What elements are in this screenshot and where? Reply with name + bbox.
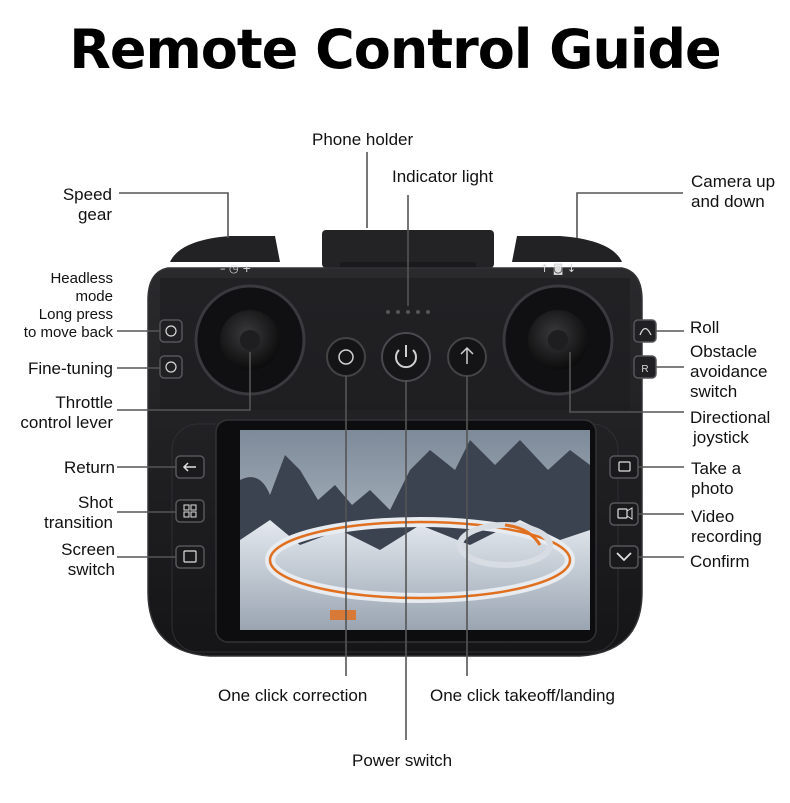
- label-return: Return: [63, 458, 115, 477]
- label-take-photo: Take a photo: [691, 459, 741, 499]
- label-line: transition: [44, 513, 113, 532]
- label-line: Headless: [50, 270, 113, 287]
- label-line: and down: [691, 192, 765, 211]
- roll-button: [633, 319, 657, 343]
- leader-speed: [119, 192, 229, 238]
- left-shoulder: [170, 236, 280, 262]
- label-phone-holder: Phone holder: [312, 130, 414, 149]
- confirm-button: [609, 545, 639, 569]
- label-video-recording: Video recording: [691, 507, 762, 547]
- correction-button: [326, 337, 366, 377]
- leader-throttle: [117, 352, 251, 411]
- headless-button: [159, 319, 183, 343]
- label-line: Shot: [78, 493, 113, 512]
- fine-tuning-button: [159, 355, 183, 379]
- label-power-switch: Power switch: [352, 751, 453, 770]
- label-screen-switch: Screen switch: [30, 540, 115, 580]
- label-line: gear: [77, 205, 112, 224]
- label-line: Throttle: [55, 393, 113, 412]
- label-line: joystick: [693, 428, 749, 447]
- shot-transition-button: [175, 499, 205, 523]
- label-line: Directional: [690, 408, 771, 427]
- label-obstacle-avoidance: Obstacle avoidance switch: [690, 342, 768, 402]
- video-button: [609, 502, 639, 526]
- label-confirm: Confirm: [690, 552, 750, 571]
- label-line: Camera up: [691, 172, 776, 191]
- label-line: switch: [67, 560, 115, 579]
- label-one-click-correction: One click correction: [218, 686, 368, 705]
- label-line: photo: [691, 479, 734, 498]
- label-line: to move back: [23, 324, 113, 341]
- take-photo-button: [609, 455, 639, 479]
- label-headless-mode: Headless mode Long press to move back: [6, 270, 113, 342]
- label-line: avoidance: [690, 362, 768, 381]
- label-line: Video: [691, 507, 735, 526]
- label-roll: Roll: [690, 318, 720, 337]
- label-line: switch: [690, 382, 738, 401]
- camera-tilt-glyphs: ↑ ◙ ↓: [540, 262, 576, 275]
- label-line: Take a: [691, 459, 742, 478]
- label-line: Speed: [62, 185, 112, 204]
- label-shot-transition: Shot transition: [20, 493, 113, 533]
- label-line: control lever: [20, 413, 113, 432]
- label-speed-gear: Speed gear: [40, 185, 112, 225]
- speed-gear-glyphs: – ◷ +: [220, 262, 251, 275]
- label-fine-tuning: Fine-tuning: [27, 359, 113, 378]
- screen-display: [240, 430, 590, 630]
- label-line: mode: [75, 288, 113, 305]
- svg-text:R: R: [641, 364, 648, 375]
- label-indicator-light: Indicator light: [392, 167, 494, 186]
- page-title: Remote Control Guide: [69, 18, 721, 81]
- leader-directional: [569, 352, 684, 413]
- label-throttle-lever: Throttle control lever: [4, 393, 113, 433]
- label-line: Obstacle: [690, 342, 758, 361]
- label-line: Long press: [38, 306, 113, 323]
- leader-camera: [576, 192, 683, 238]
- screen-switch-button: [175, 545, 205, 569]
- right-shoulder: [512, 236, 622, 262]
- indicator-light-dots: [386, 310, 430, 314]
- label-line: recording: [691, 527, 762, 546]
- label-camera-up-down: Camera up and down: [691, 172, 775, 212]
- label-line: Screen: [61, 540, 115, 559]
- label-directional-joystick: Directional joystick: [690, 408, 770, 448]
- label-one-click-takeoff: One click takeoff/landing: [430, 686, 615, 705]
